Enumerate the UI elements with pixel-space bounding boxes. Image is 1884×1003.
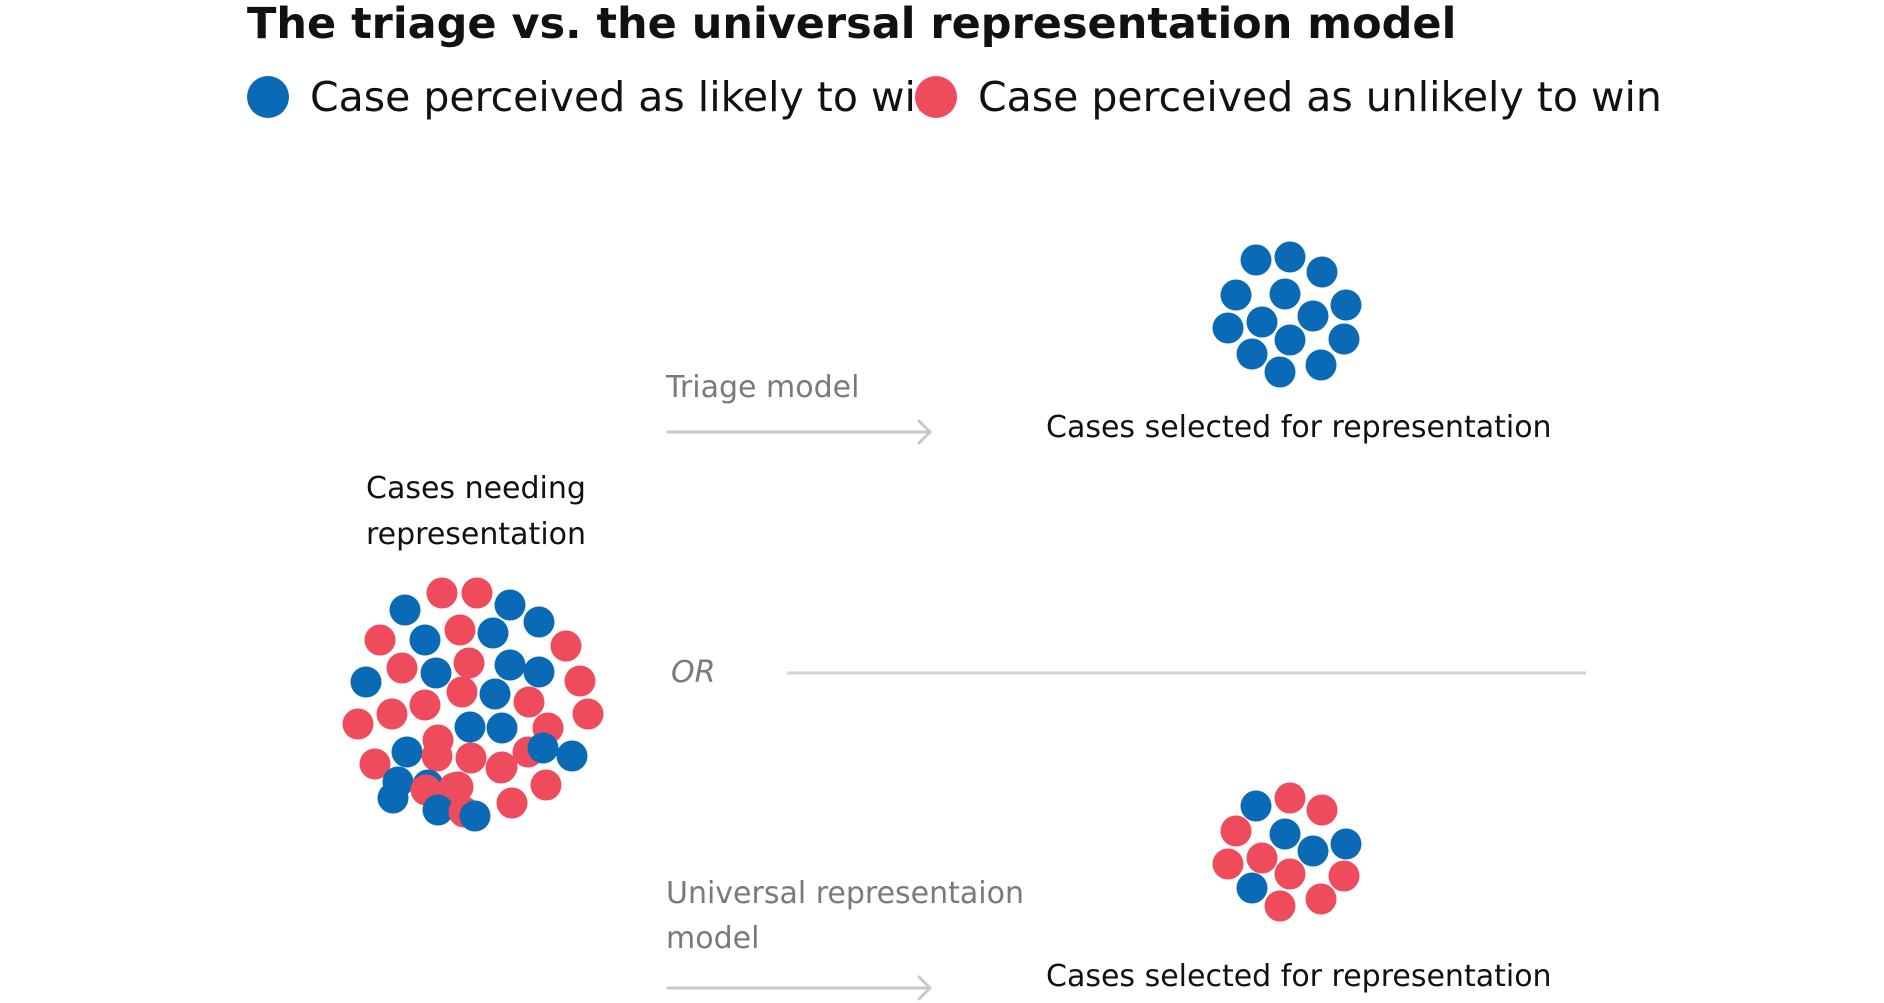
unlikely-case-dot — [359, 748, 391, 780]
likely-case-dot — [1240, 244, 1272, 276]
unlikely-case-dot — [1305, 883, 1337, 915]
unlikely-case-dot — [446, 676, 478, 708]
likely-case-dot — [1236, 338, 1268, 370]
likely-case-dot — [350, 666, 382, 698]
unlikely-case-dot — [550, 630, 582, 662]
unlikely-case-dot — [409, 689, 441, 721]
unlikely-case-dot — [342, 708, 374, 740]
legend-likely-label: Case perceived as likely to win — [310, 73, 942, 121]
unlikely-case-dot — [444, 614, 476, 646]
likely-case-dot — [1212, 312, 1244, 344]
legend-unlikely-swatch — [915, 76, 957, 118]
likely-case-dot — [422, 794, 454, 826]
unlikely-case-dot — [386, 652, 418, 684]
source-cluster — [342, 577, 604, 832]
unlikely-case-dot — [1306, 794, 1338, 826]
likely-case-dot — [486, 712, 518, 744]
likely-case-dot — [420, 657, 452, 689]
unlikely-case-dot — [426, 577, 458, 609]
likely-case-dot — [1269, 278, 1301, 310]
likely-case-dot — [1264, 356, 1296, 388]
likely-case-dot — [1328, 323, 1360, 355]
unlikely-case-dot — [1274, 782, 1306, 814]
unlikely-case-dot — [1328, 860, 1360, 892]
unlikely-case-dot — [1212, 848, 1244, 880]
likely-case-dot — [523, 606, 555, 638]
likely-case-dot — [1236, 872, 1268, 904]
likely-case-dot — [1274, 241, 1306, 273]
likely-case-dot — [459, 800, 491, 832]
likely-case-dot — [1330, 289, 1362, 321]
likely-case-dot — [1240, 790, 1272, 822]
universal-arrow — [666, 975, 932, 1001]
legend-unlikely-label: Case perceived as unlikely to win — [978, 73, 1662, 121]
likely-case-dot — [377, 782, 409, 814]
or-divider: OR — [671, 655, 1586, 690]
likely-case-dot — [1269, 818, 1301, 850]
likely-case-dot — [479, 678, 511, 710]
legend: Case perceived as likely to win Case per… — [247, 73, 1662, 121]
legend-likely-swatch — [247, 76, 289, 118]
likely-case-dot — [1330, 828, 1362, 860]
likely-case-dot — [494, 589, 526, 621]
likely-case-dot — [391, 736, 423, 768]
likely-case-dot — [454, 711, 486, 743]
unlikely-case-dot — [461, 577, 493, 609]
unlikely-case-dot — [455, 742, 487, 774]
likely-case-dot — [1297, 300, 1329, 332]
source-label-line-2: representation — [366, 517, 586, 552]
unlikely-case-dot — [438, 772, 470, 804]
likely-case-dot — [527, 732, 559, 764]
likely-case-dot — [1246, 306, 1278, 338]
triage-arrow — [666, 419, 932, 445]
source-label-line-1: Cases needing — [366, 471, 586, 506]
universal-cluster — [1212, 782, 1362, 922]
unlikely-case-dot — [485, 752, 517, 784]
likely-case-dot — [494, 649, 526, 681]
likely-case-dot — [1297, 835, 1329, 867]
unlikely-case-dot — [1220, 815, 1252, 847]
unlikely-case-dot — [496, 787, 528, 819]
source-group: Cases needing representation — [342, 471, 604, 832]
unlikely-case-dot — [1274, 858, 1306, 890]
chart-title: The triage vs. the universal representat… — [247, 0, 1456, 49]
unlikely-case-dot — [572, 698, 604, 730]
or-label: OR — [671, 655, 715, 690]
likely-case-dot — [1220, 279, 1252, 311]
universal-model-label-line-2: model — [666, 921, 759, 956]
likely-case-dot — [523, 656, 555, 688]
universal-path: Universal representaion model Cases sele… — [666, 782, 1552, 1001]
unlikely-case-dot — [1264, 890, 1296, 922]
universal-model-label-line-1: Universal representaion — [666, 876, 1024, 911]
unlikely-case-dot — [513, 686, 545, 718]
likely-case-dot — [1305, 349, 1337, 381]
triage-result-label: Cases selected for representation — [1046, 410, 1552, 445]
triage-model-label: Triage model — [665, 370, 859, 405]
likely-case-dot — [1306, 256, 1338, 288]
likely-case-dot — [556, 740, 588, 772]
triage-path: Triage model Cases selected for represen… — [665, 241, 1552, 445]
likely-case-dot — [477, 617, 509, 649]
unlikely-case-dot — [530, 769, 562, 801]
unlikely-case-dot — [564, 665, 596, 697]
unlikely-case-dot — [376, 698, 408, 730]
universal-result-label: Cases selected for representation — [1046, 959, 1552, 994]
unlikely-case-dot — [1246, 842, 1278, 874]
unlikely-case-dot — [421, 740, 453, 772]
unlikely-case-dot — [453, 647, 485, 679]
triage-cluster — [1212, 241, 1362, 388]
unlikely-case-dot — [364, 624, 396, 656]
likely-case-dot — [389, 594, 421, 626]
likely-case-dot — [1274, 324, 1306, 356]
likely-case-dot — [409, 624, 441, 656]
